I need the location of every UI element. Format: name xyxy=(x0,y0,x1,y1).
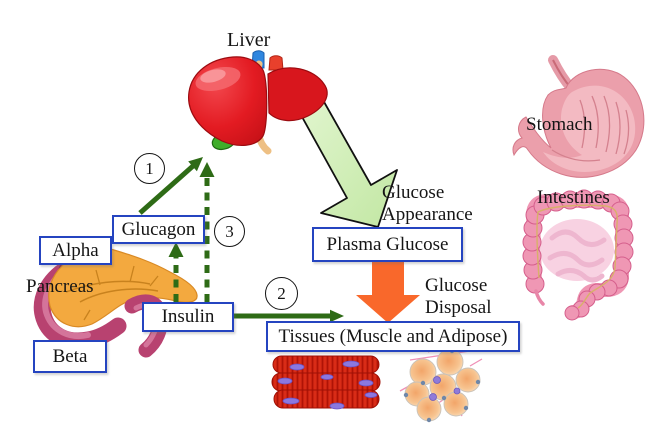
insulin-to-liver-arrow-dashed xyxy=(199,162,215,302)
beta-box: Beta xyxy=(33,340,107,373)
liver-label: Liver xyxy=(227,29,271,51)
alpha-box: Alpha xyxy=(39,236,112,265)
intestines-label: Intestines xyxy=(537,187,610,208)
pancreas-illustration xyxy=(33,247,198,358)
step-2-badge: 2 xyxy=(265,277,298,310)
step-1-badge: 1 xyxy=(134,153,165,184)
insulin-to-glucagon-arrow-dashed xyxy=(168,242,184,302)
plasma-glucose-box: Plasma Glucose xyxy=(312,227,463,262)
glucose-disposal-label: Glucose Disposal xyxy=(425,275,492,319)
glucose-appearance-label: Glucose Appearance xyxy=(382,182,473,226)
stomach-illustration xyxy=(512,55,645,178)
glucose-disposal-line2: Disposal xyxy=(425,297,492,318)
muscle-illustration xyxy=(271,355,381,410)
liver-illustration xyxy=(188,50,328,155)
intestines-illustration xyxy=(522,189,634,321)
glucose-appearance-line1: Glucose xyxy=(382,182,445,203)
liver-right-lobe xyxy=(267,67,328,122)
insulin-to-tissues-arrow xyxy=(229,309,344,323)
glucagon-box: Glucagon xyxy=(112,215,205,244)
insulin-box: Insulin xyxy=(142,302,234,332)
glucose-disposal-arrow xyxy=(356,258,420,323)
glucagon-to-liver-arrow xyxy=(138,157,203,215)
glucose-appearance-line2: Appearance xyxy=(382,204,473,225)
glucose-disposal-line1: Glucose xyxy=(425,275,488,296)
tissues-box: Tissues (Muscle and Adipose) xyxy=(266,321,520,352)
adipose-illustration xyxy=(399,347,483,423)
regulation-arrows xyxy=(138,157,344,323)
glucose-appearance-arrow xyxy=(295,92,398,228)
step-3-badge: 3 xyxy=(214,216,245,247)
pancreas-label: Pancreas xyxy=(26,276,94,297)
hepatic-artery-icon xyxy=(268,55,284,71)
stomach-label: Stomach xyxy=(526,114,593,135)
